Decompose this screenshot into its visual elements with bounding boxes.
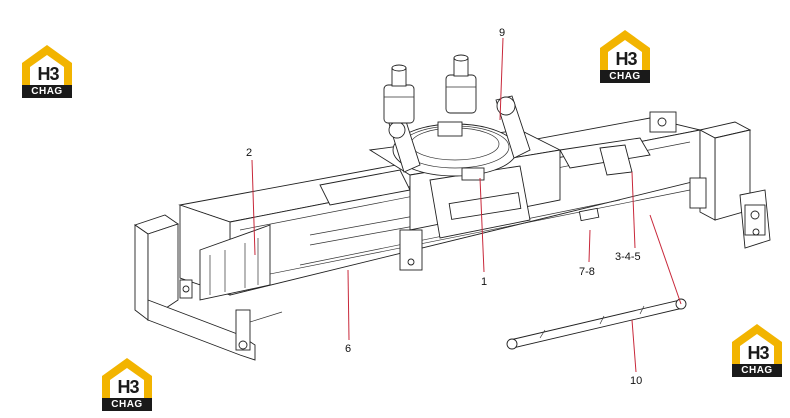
callout-6: 6 [345,343,352,355]
logo-brand-text: CHAG [732,364,782,377]
house-shape-icon [102,358,152,400]
logo-brand-text: CHAG [600,70,650,83]
logo-brand-text: CHAG [22,85,72,98]
logo-top-left: H3 CHAG [18,43,76,101]
leader-lines [251,37,682,373]
logo-brand-text: CHAG [102,398,152,411]
logo-h3-text: H3 [117,377,139,397]
left-end-frame [134,214,283,361]
callout-3-4-5: 3-4-5 [615,251,641,263]
callout-2: 2 [246,147,253,159]
callout-1: 1 [481,276,488,288]
logo-h3-text: H3 [747,343,769,363]
house-shape-icon [732,324,782,366]
slide-plates [309,137,651,271]
right-end-frame [649,111,771,249]
callout-10: 10 [630,375,643,387]
callout-9: 9 [499,27,506,39]
house-shape-icon [22,45,72,87]
logo-h3-text: H3 [615,49,637,69]
logo-bottom-left: H3 CHAG [98,356,156,414]
logo-top-right: H3 CHAG [596,28,654,86]
hydraulic-cylinder [506,298,687,350]
logo-bottom-right: H3 CHAG [728,322,786,380]
callout-7-8: 7-8 [579,266,595,278]
logo-h3-text: H3 [37,64,59,84]
house-shape-icon [600,30,650,72]
rotator-assembly [368,54,562,239]
